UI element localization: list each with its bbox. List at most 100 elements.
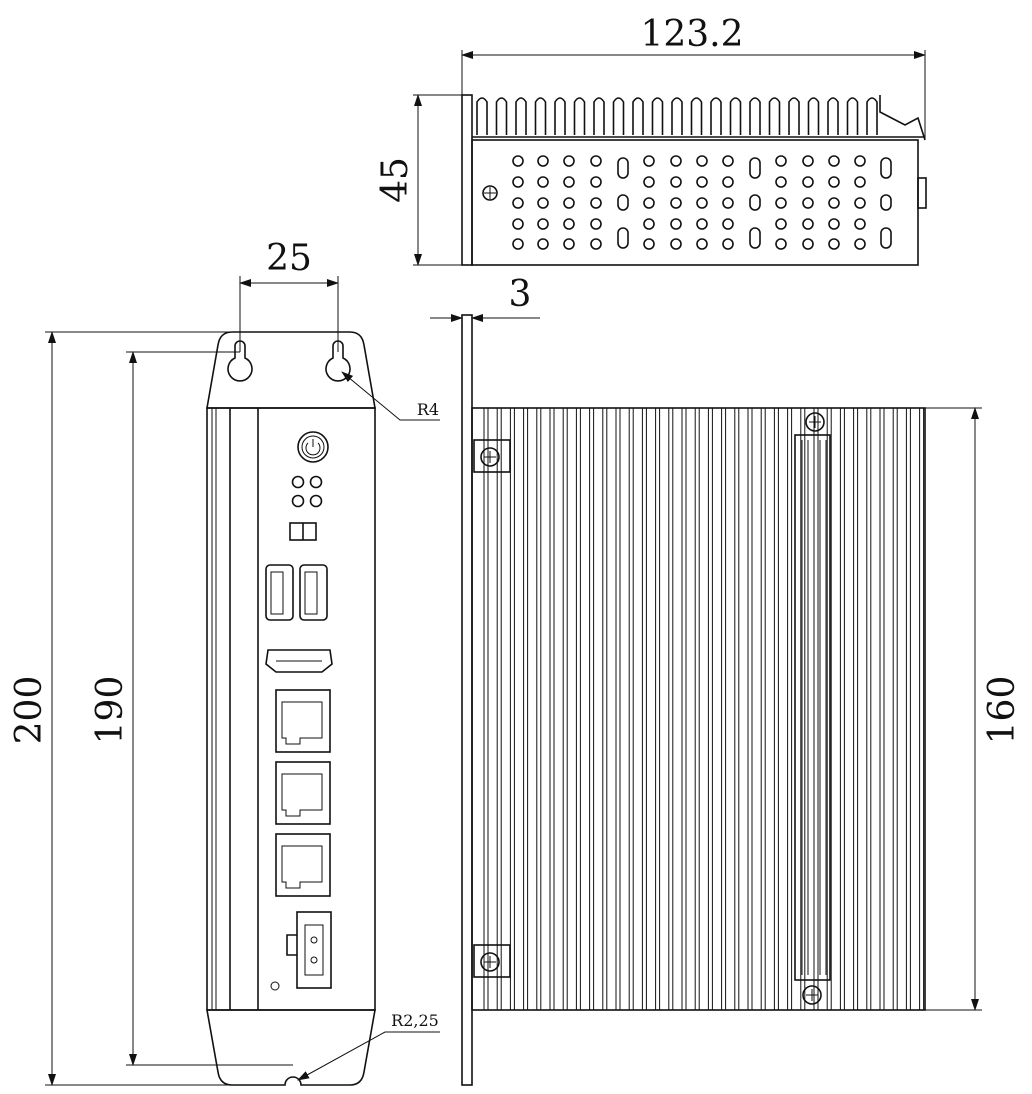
vent-hole [722, 238, 734, 250]
vent-hole [696, 176, 708, 188]
heatsink-fin [573, 97, 586, 135]
vent-slot [880, 194, 892, 211]
screw-icon [480, 447, 500, 467]
screw-slot [809, 416, 821, 428]
vent-hole [802, 155, 814, 167]
vent-hole [643, 176, 655, 188]
vent-hole [722, 155, 734, 167]
vent-hole [828, 155, 840, 167]
vent-hole [590, 155, 602, 167]
vent-hole [854, 238, 866, 250]
heatsink-fin [846, 97, 859, 135]
dimension-label: 200 [9, 676, 50, 745]
heatsink-fin [515, 97, 527, 135]
vent-hole [670, 176, 682, 188]
vent-hole [512, 176, 524, 188]
dimension-3: 3 [430, 274, 540, 322]
vent-hole [854, 218, 866, 230]
top-flange-plate [461, 94, 473, 266]
vent-hole [537, 238, 549, 250]
vent-hole [563, 197, 575, 209]
vent-hole [537, 218, 549, 230]
vent-hole [512, 218, 524, 230]
vent-hole [802, 197, 814, 209]
heatsink-fin [632, 97, 644, 135]
dimension-label: R2,25 [391, 1011, 439, 1030]
side-flange-plate [461, 314, 473, 1086]
dimension-label: R4 [417, 400, 439, 419]
ethernet-port [275, 761, 331, 825]
bracket-top [473, 439, 511, 473]
heatsink-fin [866, 97, 878, 135]
heatsink-fin [788, 97, 800, 135]
vent-hole [563, 238, 575, 250]
dimension-label: 3 [509, 274, 532, 315]
vent-hole [802, 176, 814, 188]
vent-hole [537, 197, 549, 209]
vent-hole [696, 155, 708, 167]
front-view [206, 331, 376, 1086]
vent-slot [749, 194, 761, 211]
heatsink-fin [495, 97, 508, 135]
heatsink-fin [476, 97, 488, 135]
vent-slot [617, 157, 629, 179]
heatsink-fin [554, 97, 566, 135]
dimension-45: 45 [375, 94, 472, 266]
keyhole-left [227, 340, 253, 382]
heatsink-fin [729, 97, 742, 135]
heatsink-fin [671, 97, 683, 135]
vent-slot [749, 227, 761, 249]
vent-slot [617, 227, 629, 249]
ethernet-port [275, 833, 331, 897]
vent-hole [696, 238, 708, 250]
vent-hole [643, 238, 655, 250]
heatsink-fin [807, 97, 820, 135]
vent-hole [643, 218, 655, 230]
vent-holes [512, 155, 892, 250]
dimension-r2-25: R2,25 [297, 1011, 440, 1081]
vent-hole [775, 155, 787, 167]
side-view [461, 314, 926, 1086]
bracket-bottom [473, 944, 511, 978]
status-leds [291, 475, 323, 508]
vent-hole [722, 176, 734, 188]
front-body [206, 407, 376, 1011]
vent-hole [802, 218, 814, 230]
vent-hole [670, 238, 682, 250]
screw-icon [802, 985, 822, 1005]
vent-hole [590, 176, 602, 188]
screw-slot [484, 956, 496, 968]
vent-hole [854, 155, 866, 167]
vent-hole [828, 176, 840, 188]
vent-hole [696, 197, 708, 209]
top-view [461, 94, 927, 266]
screw-icon [805, 412, 825, 432]
heatsink-fin [534, 97, 547, 135]
top-end-clip [879, 95, 926, 141]
heatsink-fin [749, 97, 761, 135]
heatsink-fin [593, 97, 605, 135]
dimension-label: 160 [982, 676, 1023, 745]
power-button-icon [297, 431, 329, 463]
dimension-123-2: 123.2 [461, 14, 926, 140]
vent-hole [670, 218, 682, 230]
vent-hole [590, 197, 602, 209]
vent-hole [775, 176, 787, 188]
ethernet-jack [281, 845, 323, 889]
screw-slot [484, 451, 496, 463]
vent-hole [563, 155, 575, 167]
vent-hole [643, 155, 655, 167]
side-fins [483, 408, 925, 1010]
switch [289, 522, 317, 541]
side-connector [917, 177, 927, 209]
vent-slot [617, 194, 629, 211]
heatsink-fin [710, 97, 722, 135]
vent-hole [775, 238, 787, 250]
vent-hole [670, 197, 682, 209]
heatsink-fin [690, 97, 703, 135]
dimension-160: 160 [925, 407, 1023, 1011]
screw-icon [482, 185, 498, 201]
vent-hole [512, 238, 524, 250]
vent-hole [590, 218, 602, 230]
